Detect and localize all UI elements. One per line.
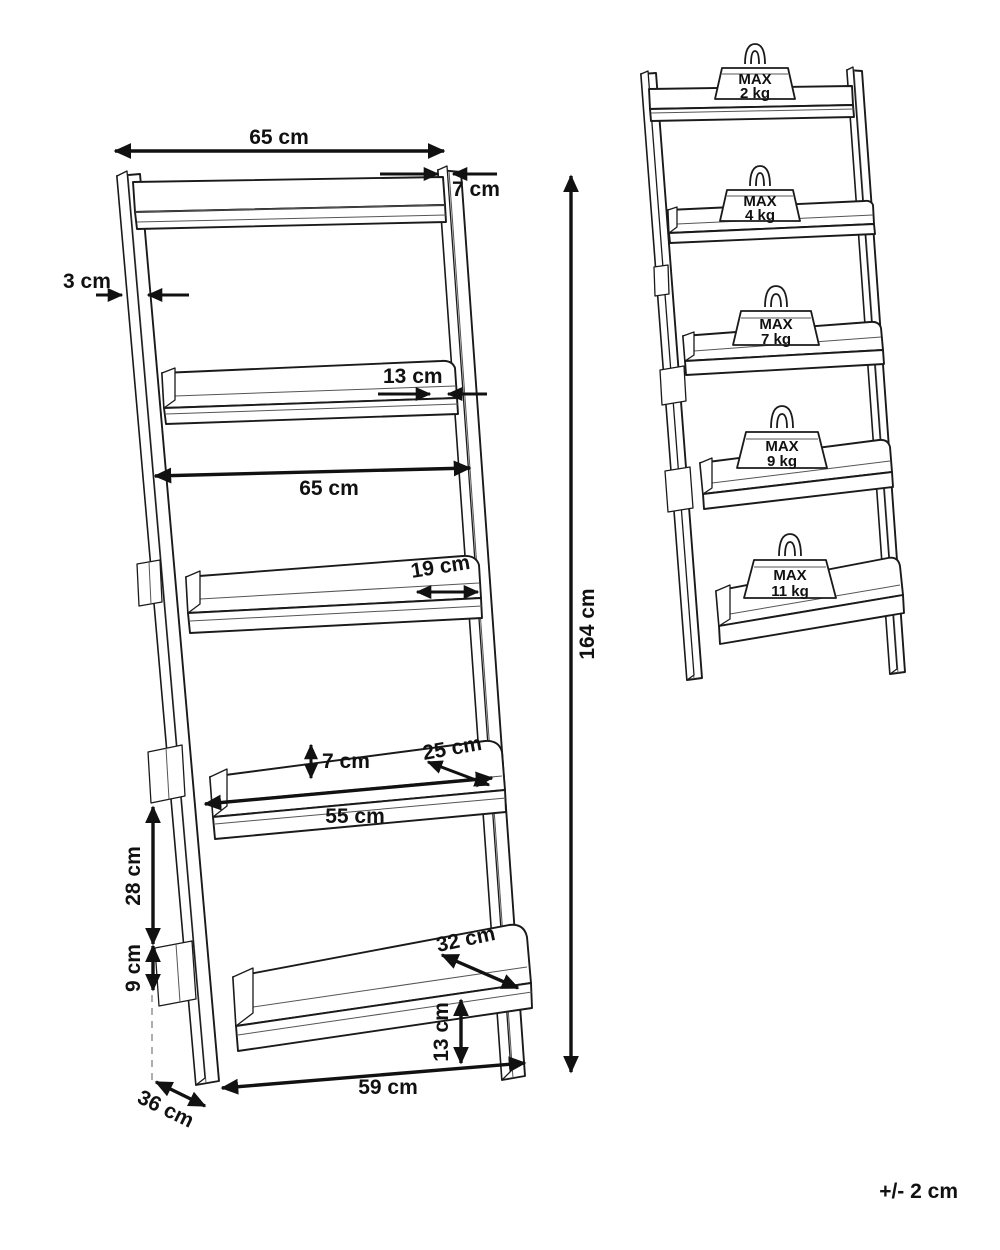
weight-1-max: MAX	[738, 71, 771, 88]
dim-shelf2-depth: 13 cm	[378, 365, 487, 402]
weight-5-capacity: 11 kg	[771, 583, 809, 600]
shelf-1	[132, 176, 447, 230]
dim-bottom-offset: 9 cm	[122, 944, 161, 992]
weight-1-capacity: 2 kg	[740, 85, 770, 102]
left-view: 65 cm 7 cm 3 cm 13 cm 65 cm 19 cm	[63, 126, 599, 1133]
dim-bottom-clearance: 13 cm	[430, 998, 469, 1065]
dim-mid-width: 65 cm	[153, 460, 472, 500]
dim-bottom-clearance-label: 13 cm	[430, 1002, 453, 1062]
dim-shelf-gap-label: 28 cm	[122, 846, 145, 906]
dim-shelf4-width-label: 55 cm	[325, 805, 385, 828]
dim-base-width: 59 cm	[220, 1056, 527, 1099]
weight-3: MAX 7 kg	[732, 285, 820, 348]
dim-rail-thickness: 3 cm	[63, 270, 189, 303]
dim-top-shelf-depth: 7 cm	[380, 166, 500, 201]
dim-total-height-label: 164 cm	[576, 588, 599, 659]
weight-4: MAX 9 kg	[736, 405, 828, 470]
dim-total-height: 164 cm	[563, 174, 599, 1074]
dim-rail-thickness-label: 3 cm	[63, 270, 111, 293]
shelf-3	[136, 554, 483, 634]
weight-2-capacity: 4 kg	[745, 207, 775, 224]
dim-base-width-label: 59 cm	[358, 1076, 418, 1099]
dim-shelf4-width: 55 cm	[203, 771, 494, 828]
tolerance-note: +/- 2 cm	[879, 1180, 958, 1203]
weight-2-max: MAX	[743, 193, 776, 210]
shelf-right-3	[653, 264, 885, 376]
weight-3-max: MAX	[759, 316, 792, 333]
weight-4-capacity: 9 kg	[767, 453, 797, 470]
weight-5-max: MAX	[773, 567, 806, 584]
dim-base-depth-label: 36 cm	[134, 1086, 198, 1133]
dim-top-width: 65 cm	[113, 126, 446, 159]
weight-2: MAX 4 kg	[719, 165, 801, 224]
dim-mid-width-label: 65 cm	[299, 477, 359, 500]
dim-shelf-gap: 28 cm	[122, 805, 161, 946]
dim-top-width-label: 65 cm	[249, 126, 309, 149]
right-view: MAX 2 kg MAX 4 kg MAX 7 kg MAX 9 kg	[640, 43, 906, 681]
weight-1: MAX 2 kg	[714, 43, 796, 102]
weight-4-max: MAX	[765, 438, 798, 455]
weight-3-capacity: 7 kg	[761, 331, 791, 348]
dim-shelf4-lip-label: 7 cm	[322, 750, 370, 773]
dim-bottom-offset-label: 9 cm	[122, 944, 145, 992]
dim-shelf2-depth-label: 13 cm	[383, 365, 443, 388]
weight-5: MAX 11 kg	[743, 533, 837, 600]
dim-top-shelf-depth-label: 7 cm	[452, 178, 500, 201]
